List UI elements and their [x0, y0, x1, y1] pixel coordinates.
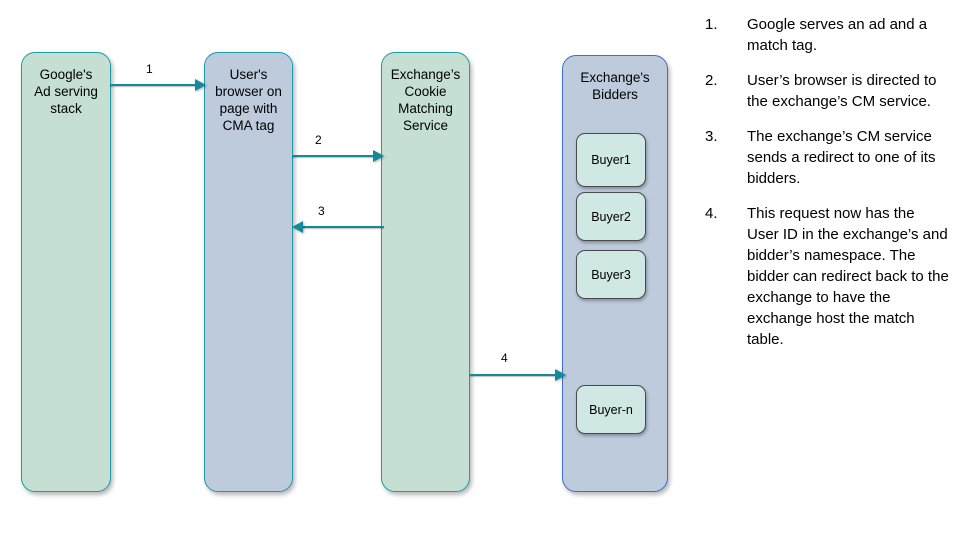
arrow-head-icon: [195, 79, 206, 91]
buyer-chip-label: Buyer-n: [589, 402, 633, 417]
legend-number: 1.: [705, 16, 718, 33]
legend-text: The exchange’s CM service sends a redire…: [747, 128, 936, 187]
legend-text: User’s browser is directed to the exchan…: [747, 72, 937, 110]
legend-number: 4.: [705, 205, 718, 222]
arrow-label-2: 2: [315, 133, 322, 147]
arrow-2-browser-to-cms: [292, 148, 384, 164]
buyer-chip-3[interactable]: Buyer3: [576, 250, 646, 299]
arrow-shaft: [301, 226, 384, 228]
buyer-chip-1[interactable]: Buyer1: [576, 133, 646, 187]
lane-label-exchange-cookie-matching-service: Exchange’s Cookie Matching Service: [390, 67, 461, 133]
lane-user-browser[interactable]: User's browser on page with CMA tag: [204, 52, 293, 492]
buyer-chip-2[interactable]: Buyer2: [576, 192, 646, 241]
arrow-1-google-to-browser: [110, 77, 206, 93]
arrow-shaft: [470, 374, 557, 376]
lane-google-ad-serving-stack[interactable]: Google's Ad serving stack: [21, 52, 111, 492]
buyer-chip-label: Buyer1: [591, 153, 631, 167]
arrow-4-cms-to-bidders: [470, 367, 566, 383]
arrow-label-3: 3: [318, 204, 325, 218]
buyer-chip-n[interactable]: Buyer-n: [576, 385, 646, 434]
buyer-chip-label: Buyer3: [591, 267, 631, 282]
arrow-shaft: [110, 84, 197, 86]
arrow-shaft: [292, 155, 375, 157]
arrow-head-icon: [555, 369, 566, 381]
lane-label-google-ad-serving-stack: Google's Ad serving stack: [34, 67, 98, 116]
lane-label-exchange-bidders: Exchange's Bidders: [580, 70, 650, 102]
buyer-chip-label: Buyer2: [591, 209, 631, 224]
legend-item-4: 4. This request now has the User ID in t…: [705, 203, 950, 350]
legend-text: Google serves an ad and a match tag.: [747, 16, 928, 54]
arrow-3-cms-to-browser: [292, 219, 384, 235]
legend-list: 1. Google serves an ad and a match tag. …: [705, 14, 950, 364]
lane-exchange-cookie-matching-service[interactable]: Exchange’s Cookie Matching Service: [381, 52, 470, 492]
legend-item-1: 1. Google serves an ad and a match tag.: [705, 14, 950, 56]
legend-text: This request now has the User ID in the …: [747, 205, 949, 348]
arrow-head-icon: [292, 221, 303, 233]
legend-item-3: 3. The exchange’s CM service sends a red…: [705, 126, 950, 189]
arrow-label-4: 4: [501, 351, 508, 365]
lane-label-user-browser: User's browser on page with CMA tag: [215, 67, 282, 133]
legend-item-2: 2. User’s browser is directed to the exc…: [705, 70, 950, 112]
arrow-head-icon: [373, 150, 384, 162]
legend-number: 2.: [705, 72, 718, 89]
legend-number: 3.: [705, 128, 718, 145]
arrow-label-1: 1: [146, 62, 153, 76]
